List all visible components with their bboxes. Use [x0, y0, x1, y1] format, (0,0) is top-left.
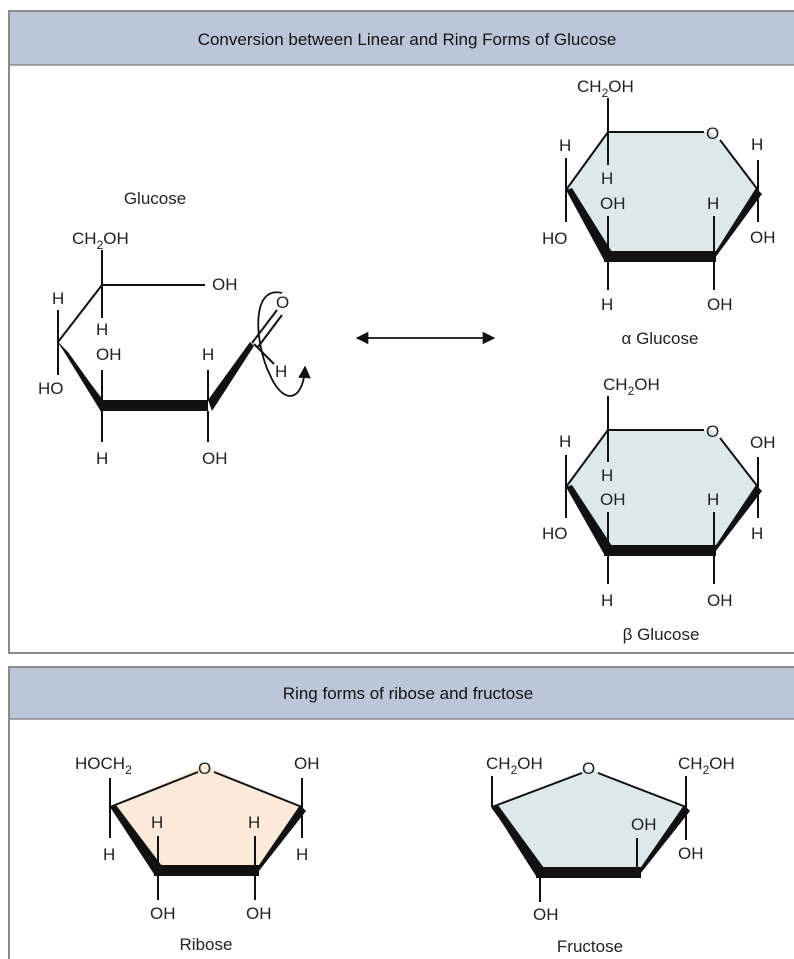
alpha-c4-h-left-label: H: [559, 136, 571, 155]
ribose-c4-h-label: H: [103, 845, 115, 864]
beta-c3-h-label: H: [601, 591, 613, 610]
fructose-c3-oh-label: OH: [631, 815, 657, 834]
alpha-c1-oh-label: OH: [750, 228, 776, 247]
ribose-c2-oh-label: OH: [246, 904, 272, 923]
alpha-glucose-caption: α Glucose: [622, 329, 699, 348]
alpha-glucose: CH2OH O H H HO OH H H OH H OH α Glucose: [542, 77, 776, 348]
linear-c1-o-label: O: [276, 293, 289, 312]
linear-glucose: Glucose CH2OH OH H H HO OH H H OH O H: [38, 189, 311, 468]
fructose-c2-oh-label: OH: [678, 844, 704, 863]
beta-c1-h-label: H: [751, 524, 763, 543]
bottom-panel-title: Ring forms of ribose and fructose: [283, 684, 533, 703]
linear-c3-h-label: H: [96, 449, 108, 468]
fructose-left-ch2oh-label: CH2OH: [486, 754, 543, 777]
linear-c3-oh-label: OH: [96, 345, 122, 364]
linear-c5-h-label: H: [96, 320, 108, 339]
fructose: CH2OH O CH2OH OH OH OH Fructose: [486, 754, 735, 956]
linear-c2-oh-label: OH: [202, 449, 228, 468]
ribose-c3-h-label: H: [151, 813, 163, 832]
alpha-ring-fill: [566, 132, 758, 256]
alpha-c3-h-label: H: [601, 295, 613, 314]
ribose-c1-oh-label: OH: [294, 754, 320, 773]
linear-c2-h-label: H: [202, 345, 214, 364]
fructose-c4-oh-label: OH: [533, 905, 559, 924]
beta-c5-h-label: H: [601, 466, 613, 485]
alpha-c3-oh-label: OH: [600, 194, 626, 213]
alpha-c4-ho-label: HO: [542, 229, 568, 248]
ribose-c3-oh-label: OH: [150, 904, 176, 923]
fructose-right-ch2oh-label: CH2OH: [678, 754, 735, 777]
alpha-c5-h-label: H: [601, 169, 613, 188]
linear-ch2oh-label: CH2OH: [72, 229, 129, 252]
top-panel: Conversion between Linear and Ring Forms…: [8, 10, 794, 654]
fructose-caption: Fructose: [557, 937, 623, 956]
ring-closure-arrow: [257, 291, 311, 397]
beta-c4-ho-label: HO: [542, 524, 568, 543]
bottom-panel-header: [10, 668, 794, 719]
top-panel-title: Conversion between Linear and Ring Forms…: [198, 30, 617, 49]
beta-glucose-caption: β Glucose: [623, 625, 700, 644]
alpha-ch2oh-label: CH2OH: [577, 77, 634, 100]
linear-c4-h-label: H: [52, 289, 64, 308]
beta-c4-h-left-label: H: [559, 432, 571, 451]
linear-c5-oh-label: OH: [212, 275, 238, 294]
linear-c1-h-label: H: [275, 362, 287, 381]
alpha-c2-h-label: H: [707, 194, 719, 213]
ribose-c1-h-label: H: [296, 845, 308, 864]
alpha-c2-oh-label: OH: [707, 295, 733, 314]
linear-glucose-caption: Glucose: [124, 189, 186, 208]
top-panel-header: [10, 12, 794, 65]
fructose-ring-o-label: O: [582, 759, 595, 778]
beta-ch2oh-label: CH2OH: [603, 375, 660, 398]
ribose-caption: Ribose: [180, 935, 233, 954]
beta-ring-fill: [566, 430, 758, 550]
beta-ring-o-label: O: [706, 422, 719, 441]
alpha-c1-h-label: H: [751, 135, 763, 154]
linear-c4-ho-label: HO: [38, 379, 64, 398]
beta-c2-oh-label: OH: [707, 591, 733, 610]
ribose-ring-o-label: O: [198, 759, 211, 778]
ribose-hoch2-label: HOCH2: [75, 754, 132, 777]
beta-glucose: CH2OH O H H HO OH H H OH OH H β Glucose: [542, 375, 776, 644]
beta-c2-h-label: H: [707, 490, 719, 509]
alpha-ring-o-label: O: [706, 124, 719, 143]
beta-c1-oh-label: OH: [750, 433, 776, 452]
ribose: HOCH2 O H OH H H OH H OH Ribose: [75, 754, 320, 954]
ribose-c2-h-label: H: [248, 813, 260, 832]
beta-c3-oh-label: OH: [600, 490, 626, 509]
